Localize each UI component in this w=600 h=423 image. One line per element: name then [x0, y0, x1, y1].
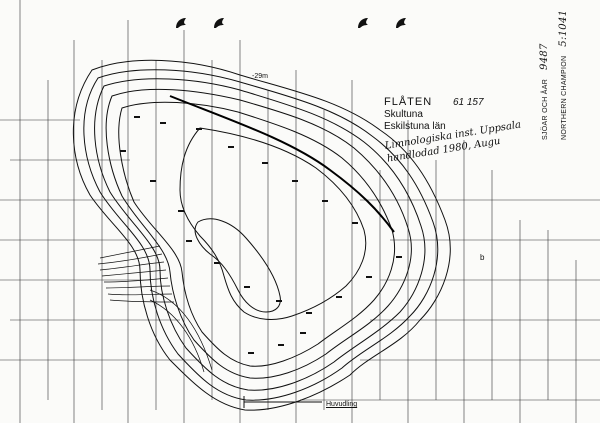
channel-line	[169, 95, 395, 233]
margin-right-number: 5:1041	[558, 9, 569, 47]
title-block: FLÅTEN 61 157 Skultuna Eskilstuna län	[384, 96, 484, 133]
parish-name: Skultuna	[384, 109, 423, 120]
area-name: Eskilstuna län	[384, 121, 446, 132]
margin-left-number: 9487	[539, 43, 550, 70]
bird-stamp-icon	[396, 18, 406, 28]
scale-label: Huvudling	[326, 401, 358, 408]
margin-left-text: SJÖAR OCH ÅAR	[542, 78, 549, 140]
margin-left-label: SJÖAR OCH ÅAR 9487	[539, 43, 550, 140]
depth-soundings	[120, 116, 402, 354]
inflow-lines	[97, 245, 213, 373]
lake-code: 61 157	[452, 97, 484, 108]
margin-right-text: NORTHERN CHAMPION	[561, 55, 568, 140]
bird-stamp-icon	[214, 18, 224, 28]
depth-marker: -29m	[252, 73, 268, 80]
bird-stamp-icon	[176, 18, 186, 28]
lake-name: FLÅTEN	[384, 96, 433, 108]
bird-stamp-icon	[358, 18, 368, 28]
symbol-b: b	[480, 253, 485, 262]
margin-right-label: NORTHERN CHAMPION 5:1041	[558, 10, 569, 140]
